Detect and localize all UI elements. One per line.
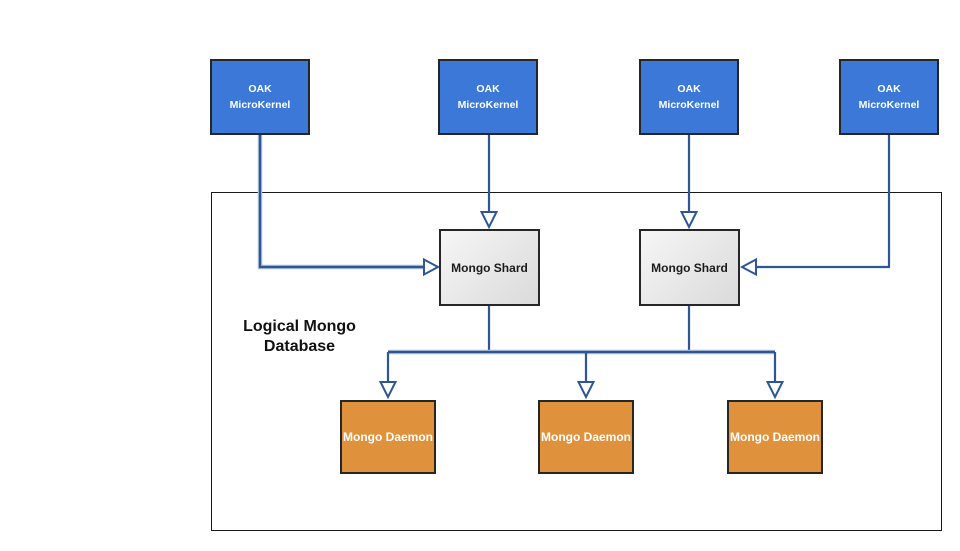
mongo-shard-node-1: Mongo Shard [439, 229, 540, 306]
mongo-shard-node-2: Mongo Shard [639, 229, 740, 306]
mongo-daemon-node-2: Mongo Daemon [538, 400, 634, 474]
arrow-right-icon [423, 257, 441, 277]
connector-kernel3-to-shard2 [679, 135, 699, 230]
connector-bus-to-daemon3 [765, 352, 785, 400]
connector-kernel4-to-shard2 [739, 135, 891, 277]
oak-microkernel-node-4: OAK MicroKernel [839, 59, 939, 135]
container-title: Logical Mongo Database [243, 318, 356, 355]
oak-microkernel-node-3: OAK MicroKernel [639, 59, 739, 135]
arrow-down-icon [479, 211, 499, 230]
arrow-down-icon [378, 381, 398, 400]
connector-bus-to-daemon1 [378, 352, 398, 400]
oak-microkernel-node-1: OAK MicroKernel [210, 59, 310, 135]
connector-kernel2-to-shard1 [479, 135, 499, 230]
logical-mongo-database-container [211, 192, 942, 531]
connector-line [258, 135, 424, 269]
connector-line [756, 135, 891, 269]
arrow-down-icon [576, 381, 596, 400]
connector-kernel1-to-shard1 [257, 135, 441, 277]
oak-microkernel-node-2: OAK MicroKernel [438, 59, 538, 135]
connector-bus-to-daemon2 [576, 352, 596, 400]
mongo-daemon-node-1: Mongo Daemon [340, 400, 436, 474]
arrow-down-icon [765, 381, 785, 400]
connector-halo-line [257, 135, 424, 270]
arrow-down-icon [679, 211, 699, 230]
mongo-daemon-node-3: Mongo Daemon [727, 400, 823, 474]
arrow-left-icon [739, 257, 757, 277]
